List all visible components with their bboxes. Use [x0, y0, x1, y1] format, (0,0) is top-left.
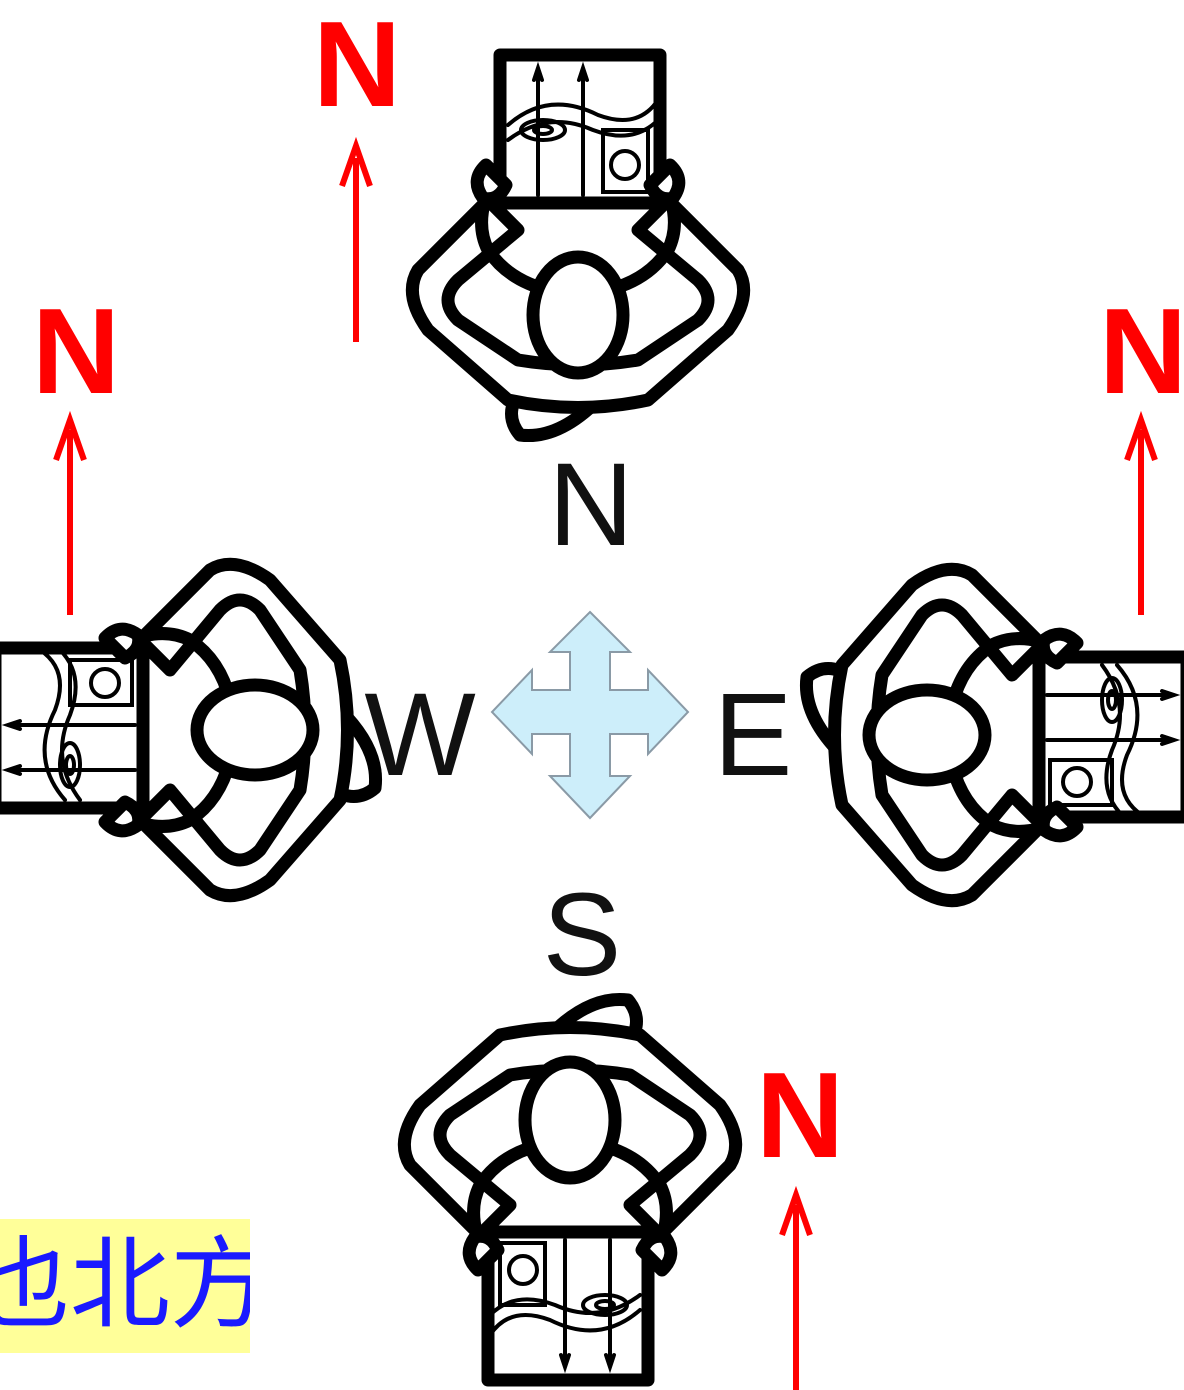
north-arrow-right: N: [1099, 283, 1184, 615]
north-label-left: N: [32, 283, 120, 419]
north-arrow-top: N: [313, 0, 401, 342]
north-label-right: N: [1099, 283, 1184, 419]
north-arrow-bottom: N: [756, 1047, 844, 1390]
caption-text: 也北方: [0, 1226, 250, 1343]
caption-box: 也北方: [0, 1219, 250, 1353]
reader-facing-east: [806, 569, 1184, 900]
north-arrow-left: N: [32, 283, 120, 615]
direction-west: W: [364, 669, 475, 801]
direction-north: N: [548, 439, 633, 571]
direction-east: E: [714, 669, 793, 801]
reader-facing-north: [412, 55, 743, 436]
reader-facing-west: [0, 564, 376, 895]
north-label-bottom: N: [756, 1047, 844, 1183]
reader-facing-south: [404, 999, 735, 1380]
compass-arrows: [490, 610, 690, 820]
north-label-top: N: [313, 0, 401, 132]
direction-south: S: [543, 869, 622, 1001]
